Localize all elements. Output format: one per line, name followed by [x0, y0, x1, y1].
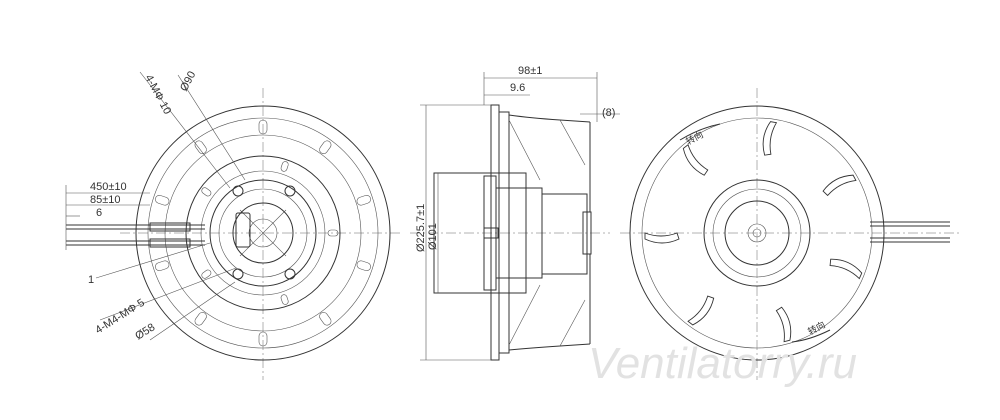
dim-holes-top: 4-MΦ 10 [142, 73, 173, 117]
dim-blade-offset: (8) [602, 107, 615, 119]
rotation-label-bottom: 转向 [806, 319, 827, 337]
dim-flange-offset: 9.6 [510, 82, 525, 94]
dim-strip-length: 85±10 [90, 194, 121, 206]
front-view [65, 71, 400, 380]
side-view [410, 72, 620, 361]
rotation-label-top: 转向 [684, 129, 705, 147]
rotation-arrow-bottom [791, 329, 831, 343]
callout-item: 1 [88, 274, 94, 286]
rear-impeller-blades [644, 121, 863, 343]
side-dimension-labels: 98±1 9.6 (8) Ø225.7±1 Ø101 [415, 65, 615, 252]
dim-overall-width: 98±1 [518, 65, 542, 77]
dim-motor-diameter: Ø101 [427, 223, 439, 250]
dim-impeller-diameter: Ø225.7±1 [415, 204, 427, 252]
rotation-arrow-top [679, 123, 721, 141]
rear-cables [870, 221, 950, 243]
dim-strip-end: 6 [96, 207, 102, 219]
rear-view [620, 88, 960, 380]
dim-hub-circle: Ø58 [133, 321, 157, 342]
front-cables [66, 222, 205, 248]
front-dimension-labels: Ø90 4-MΦ 10 450±10 85±10 6 1 4-M4-MΦ 5 Ø… [88, 69, 198, 342]
dim-mounting-circle: Ø90 [178, 69, 198, 93]
watermark: Ventilatorry.ru [588, 339, 857, 388]
dim-cable-length: 450±10 [90, 181, 127, 193]
